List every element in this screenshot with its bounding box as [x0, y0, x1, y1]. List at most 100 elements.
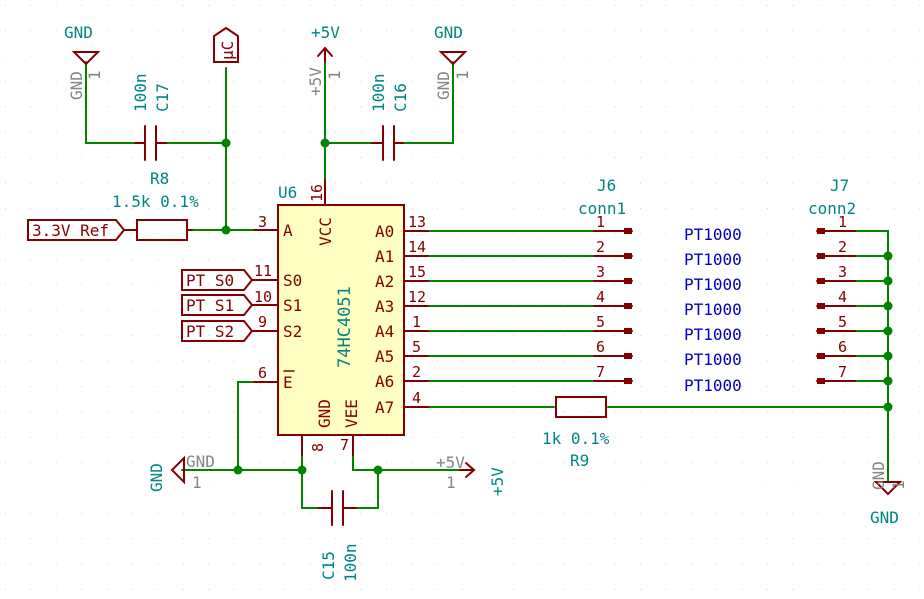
pin-a4-name: A4 — [375, 322, 394, 341]
pin-vee-name: VEE — [342, 399, 361, 428]
pin-vcc-number: 16 — [308, 184, 326, 202]
gnd-symbol-c16: GND GND 1 — [434, 23, 472, 100]
gnd-pin-number: 1 — [85, 70, 104, 80]
u6-value: 74HC4051 — [335, 286, 355, 368]
pin-gnd-number: 8 — [309, 443, 327, 452]
ic-u6: U6 74HC4051 A 3 S0 11 S1 10 S2 9 E 6 VCC… — [253, 179, 429, 456]
pin-a6-number: 2 — [412, 363, 421, 381]
j7-pin-1: 1 — [838, 213, 847, 231]
r8-ref: R8 — [150, 169, 169, 188]
s2-label-text: PT_S2 — [186, 322, 234, 341]
ic-body — [277, 204, 405, 436]
junction-dot — [883, 351, 893, 361]
junction-dot — [883, 276, 893, 286]
j7-pin-3: 3 — [838, 263, 847, 281]
s1-label-text: PT_S1 — [186, 296, 234, 315]
gnd-label: GND — [434, 23, 463, 42]
gnd-label: GND — [147, 463, 166, 492]
c16-ref: C16 — [391, 83, 410, 112]
uc-port-flag: µC — [213, 26, 239, 63]
gnd-label: GND — [870, 508, 899, 527]
j7-pin-2: 2 — [838, 238, 847, 256]
pin-e-number: 6 — [258, 364, 267, 382]
pin-s2-name: S2 — [283, 322, 302, 341]
junction-dot — [221, 138, 231, 148]
pin-a7-name: A7 — [375, 398, 394, 417]
junction-dot — [883, 376, 893, 386]
sensor-label: PT1000 — [684, 376, 742, 395]
vcc-label: +5V — [311, 23, 340, 42]
pin-a0-number: 13 — [408, 213, 426, 231]
gnd-pin-label: GND — [434, 71, 453, 100]
vcc-symbol-top: +5V +5V 1 — [306, 23, 344, 96]
vcc-pin-number: 1 — [325, 70, 344, 80]
c16-value: 100n — [369, 73, 388, 112]
junction-dot — [373, 465, 383, 475]
pin-vee-number: 7 — [340, 436, 349, 454]
junction-dot — [297, 465, 307, 475]
capacitor-c16: 100n C16 — [369, 73, 410, 161]
sensor-label: PT1000 — [684, 225, 742, 244]
junction-dot — [883, 251, 893, 261]
capacitor-c17: 100n C17 — [131, 73, 172, 161]
gnd-pin-number: 1 — [192, 473, 202, 492]
junction-dot — [221, 225, 231, 235]
pin-s0-name: S0 — [283, 271, 302, 290]
gnd-symbol-c17: GND GND 1 — [64, 23, 104, 100]
j6-value: conn1 — [578, 199, 626, 218]
j7-pin-5: 5 — [838, 313, 847, 331]
pin-a-name: A — [283, 221, 293, 240]
c17-ref: C17 — [153, 83, 172, 112]
sensor-labels: PT1000 PT1000 PT1000 PT1000 PT1000 PT100… — [684, 225, 742, 395]
r8-value: 1.5k 0.1% — [112, 192, 199, 211]
gnd-pin-number: 1 — [889, 480, 908, 490]
junction-dot — [883, 301, 893, 311]
r9-ref: R9 — [570, 451, 589, 470]
u6-ref: U6 — [278, 183, 297, 202]
pin-a6-name: A6 — [375, 372, 394, 391]
junctions — [221, 138, 893, 475]
j7-value: conn2 — [808, 199, 856, 218]
ref-label-text: 3.3V_Ref — [32, 221, 109, 240]
junction-dot — [883, 402, 893, 412]
pin-a2-number: 15 — [408, 263, 426, 281]
gnd-symbol-bottom-right: GND GND 1 — [869, 461, 908, 527]
pin-a3-name: A3 — [375, 297, 394, 316]
sensor-label: PT1000 — [684, 325, 742, 344]
pin-a3-number: 12 — [408, 288, 426, 306]
pin-e-name: E — [283, 373, 293, 392]
j6-pin-1: 1 — [596, 213, 605, 231]
pin-a5-name: A5 — [375, 347, 394, 366]
pin-a5-number: 5 — [412, 338, 421, 356]
pin-s1-name: S1 — [283, 296, 302, 315]
pin-a-number: 3 — [258, 213, 267, 231]
pin-a1-number: 14 — [408, 238, 426, 256]
connector-j7: J7 conn2 1 2 3 4 5 6 7 — [808, 176, 856, 384]
resistor-r9: 1k 0.1% R9 — [542, 396, 610, 470]
capacitor-c15: C15 100n — [317, 490, 360, 582]
label-3v3-ref: 3.3V_Ref — [27, 219, 126, 241]
j6-pin-3: 3 — [596, 263, 605, 281]
j7-pin-7: 7 — [838, 363, 847, 381]
sensor-label: PT1000 — [684, 300, 742, 319]
gnd-pin-label: GND — [869, 461, 888, 490]
c17-value: 100n — [131, 73, 150, 112]
c15-value: 100n — [341, 543, 360, 582]
label-pt-s0: PT_S0 — [181, 269, 279, 291]
connector-j6: J6 conn1 1 2 3 4 5 6 7 — [578, 176, 633, 384]
pin-s1-number: 10 — [254, 288, 272, 306]
pin-gnd-name: GND — [315, 399, 334, 428]
vcc-pin-label: +5V — [436, 453, 465, 472]
j6-pin-5: 5 — [596, 313, 605, 331]
pin-vcc-name: VCC — [316, 217, 335, 246]
vcc-pin-number: 1 — [446, 473, 456, 492]
pin-a4-number: 1 — [412, 313, 421, 331]
junction-dot — [883, 326, 893, 336]
sensor-label: PT1000 — [684, 350, 742, 369]
j6-ref: J6 — [597, 176, 616, 195]
sensor-label: PT1000 — [684, 275, 742, 294]
j6-pin-2: 2 — [596, 238, 605, 256]
j7-ref: J7 — [830, 176, 849, 195]
